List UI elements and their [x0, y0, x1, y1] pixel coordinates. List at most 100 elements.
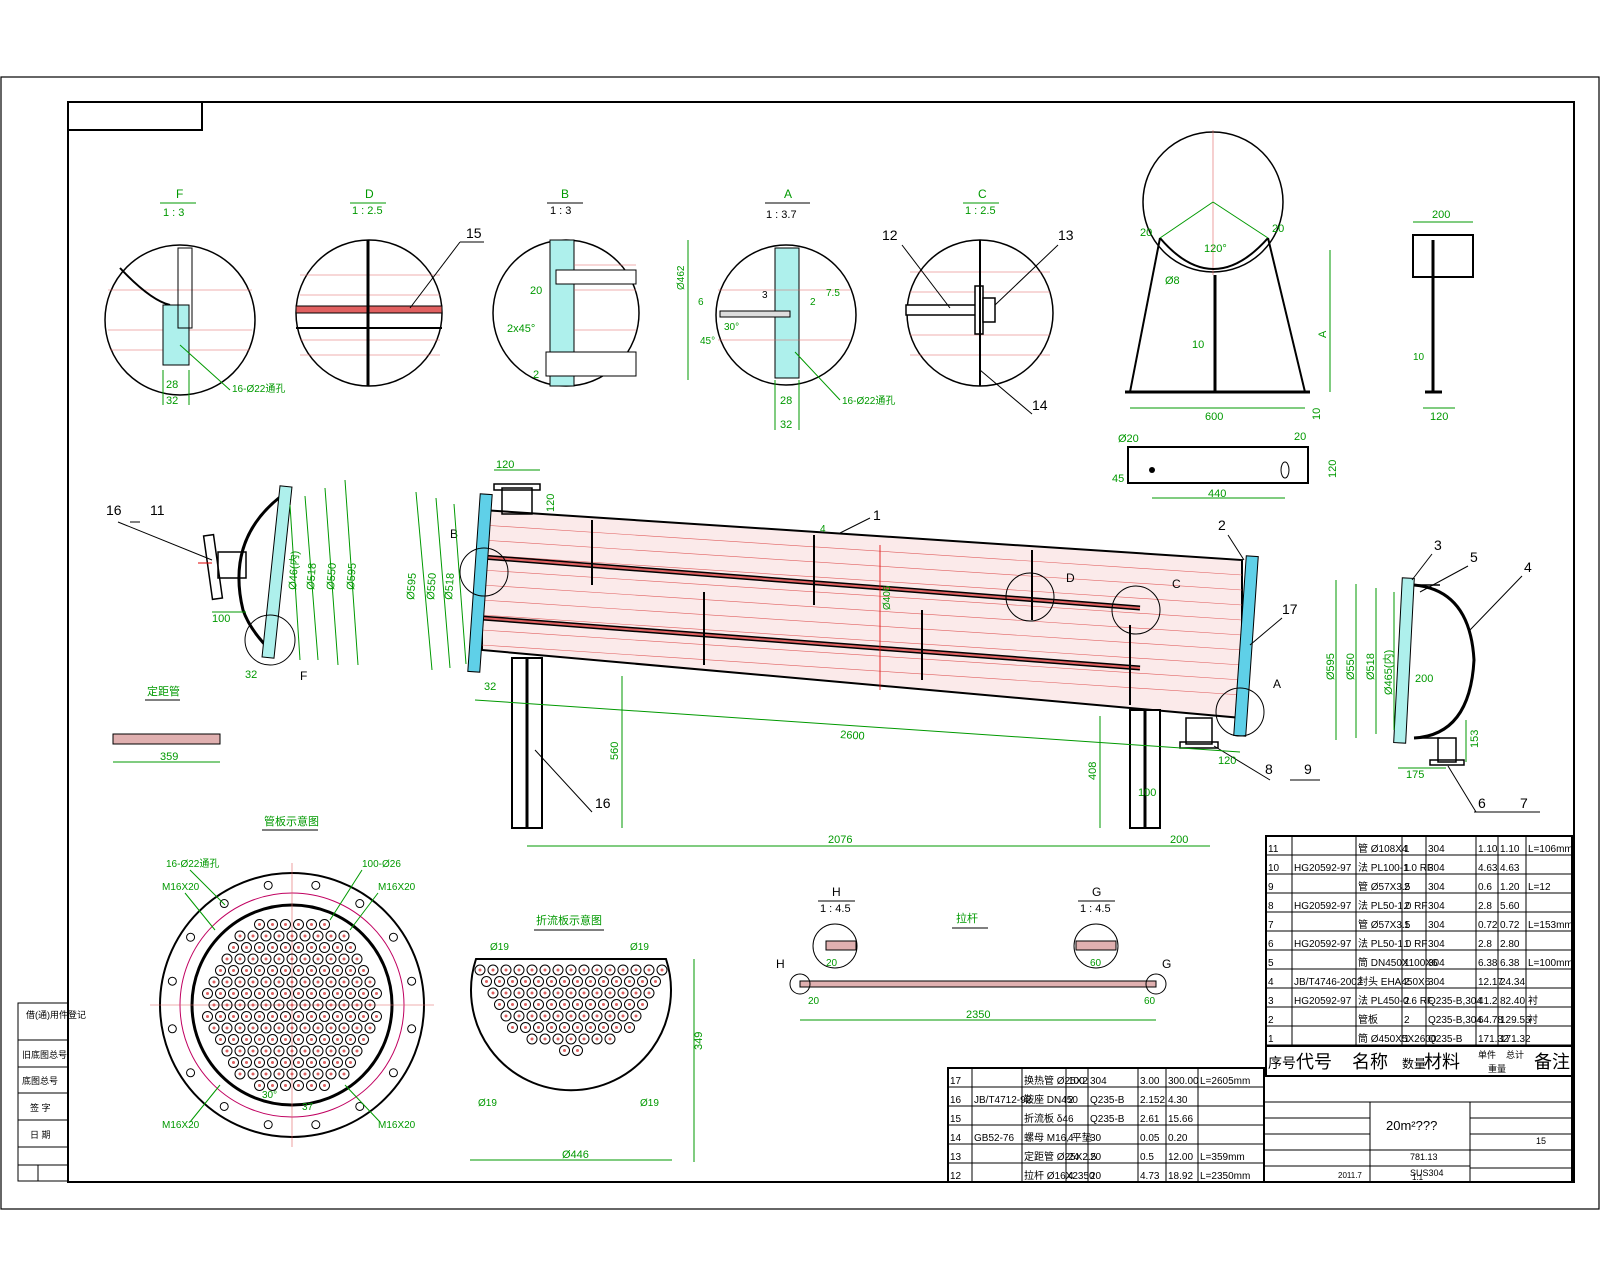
- bolt-hole: [388, 1068, 398, 1078]
- tube-hole: [312, 999, 324, 1011]
- table-cell: L=2605mm: [1200, 1076, 1250, 1087]
- baffle-hole-center: [563, 1026, 566, 1029]
- tube-hole: [221, 1045, 233, 1057]
- tube-hole: [364, 999, 376, 1011]
- svg-text:C: C: [1172, 577, 1181, 591]
- table-cell: 6.38: [1478, 958, 1498, 969]
- table-cell: 11: [1268, 844, 1279, 855]
- baffle-hole-center: [615, 980, 618, 983]
- baffle-hole: [611, 976, 622, 987]
- baffle-hole: [487, 987, 499, 999]
- lh-dim-46: Ø46(内): [285, 550, 302, 590]
- tube-hole-center: [271, 1061, 274, 1064]
- baffle-hole: [624, 1022, 635, 1033]
- table-cell: HG20592-97: [1294, 863, 1352, 874]
- tube-hole-center: [316, 980, 320, 984]
- baffle-hole: [624, 999, 635, 1010]
- rh-dim-518: Ø518: [1365, 653, 1377, 680]
- baffle-hole: [539, 1033, 551, 1045]
- tube-hole: [202, 988, 213, 999]
- baffle-hole-center: [647, 968, 651, 972]
- table-cell: 4.63: [1500, 863, 1520, 874]
- bolt-hole: [219, 1101, 229, 1111]
- dim-120a: 120: [496, 459, 514, 471]
- part-3: 3: [1434, 537, 1442, 553]
- dim-518: Ø518: [443, 573, 457, 601]
- baffle-hole: [565, 964, 577, 976]
- title-block: [1263, 1075, 1573, 1183]
- table-cell: 0.5: [1140, 1152, 1154, 1163]
- baffle-hole: [572, 976, 583, 987]
- table-cell: 4.30: [1168, 1095, 1188, 1106]
- baffle-hole: [611, 999, 622, 1010]
- table-cell: 法 PL100-1.0 RF: [1358, 861, 1433, 874]
- tube-hole-center: [310, 969, 313, 972]
- rh-dim-550: Ø550: [1345, 653, 1357, 680]
- tube-hole-center: [342, 934, 346, 938]
- baffle-hole-center: [491, 968, 495, 972]
- baffle-hole: [520, 976, 531, 987]
- baffle-hole: [572, 999, 583, 1010]
- baffle-hole: [546, 999, 557, 1010]
- tube-hole: [306, 965, 317, 976]
- tube-hole-center: [212, 1026, 216, 1030]
- table-cell: 4: [1068, 1133, 1074, 1144]
- part-11: 16: [106, 502, 122, 518]
- tube-hole: [332, 988, 343, 999]
- tube-hole: [273, 976, 285, 988]
- tube-hole-center: [277, 1049, 281, 1053]
- tube-hole-center: [297, 1061, 300, 1064]
- table-cell: 1: [1404, 1034, 1410, 1045]
- tube-hole-center: [355, 1026, 359, 1030]
- tube-hole: [228, 1034, 239, 1045]
- tube-hole: [299, 1068, 311, 1080]
- tube-hole-center: [277, 934, 281, 938]
- dim-595: Ø595: [405, 573, 419, 601]
- baffle-hole: [598, 1022, 609, 1033]
- tube-hole: [273, 1022, 285, 1034]
- baffle-hole: [559, 999, 570, 1010]
- tube-hole-center: [284, 1061, 287, 1064]
- tube-hole: [299, 1022, 311, 1034]
- tube-hole: [241, 965, 252, 976]
- rh-dim-175: 175: [1406, 769, 1424, 781]
- tube-hole: [267, 1034, 278, 1045]
- bom-h-weight: 重量: [1488, 1063, 1506, 1074]
- tube-hole: [345, 942, 356, 953]
- baffle-19d: Ø19: [640, 1098, 659, 1109]
- table-cell: 2.61: [1140, 1114, 1160, 1125]
- bolt-hole: [167, 976, 177, 986]
- corner-code-box: [67, 101, 203, 131]
- ts-label-m16c: M16X20: [162, 1120, 200, 1131]
- table-cell: JB/T4746-2002: [1294, 977, 1363, 988]
- tube-hole-center: [323, 1061, 326, 1064]
- tube-hole: [228, 1011, 239, 1022]
- spacer-title: 定距管: [147, 684, 180, 698]
- table-cell: 304: [1428, 977, 1445, 988]
- table-cell: 0.05: [1140, 1133, 1160, 1144]
- table-cell: 4.63: [1478, 863, 1498, 874]
- baffle-hole: [643, 964, 655, 976]
- tube-hole-center: [342, 1026, 346, 1030]
- baffle-hole-center: [504, 991, 508, 995]
- tube-hole: [202, 1011, 213, 1022]
- tube-hole: [306, 1011, 317, 1022]
- rod-G-scale: 1 : 4.5: [1080, 903, 1111, 915]
- tube-hole-center: [355, 980, 359, 984]
- baffle-hole-center: [530, 1014, 534, 1018]
- tube-hole-center: [290, 1072, 294, 1076]
- table-cell: 1: [1404, 920, 1410, 931]
- baffle-hole-center: [504, 1014, 508, 1018]
- baffle-hole-center: [595, 968, 599, 972]
- baffle-hole: [591, 987, 603, 999]
- table-cell: 12: [950, 1171, 962, 1182]
- detail-F-letter: F: [176, 187, 183, 201]
- tubesheet-view: 管板示意图 16-Ø22通孔 100-Ø26 M16X20 M16X20 M16…: [150, 814, 434, 1147]
- tube-hole: [299, 999, 311, 1011]
- baffle-hole: [546, 976, 557, 987]
- tube-hole-center: [232, 1061, 235, 1064]
- table-cell: 法 PL450-0.6 RF: [1358, 994, 1433, 1007]
- table-cell: 0.72: [1478, 920, 1498, 931]
- tube-hole: [364, 1022, 376, 1034]
- bolt-hole: [355, 899, 365, 909]
